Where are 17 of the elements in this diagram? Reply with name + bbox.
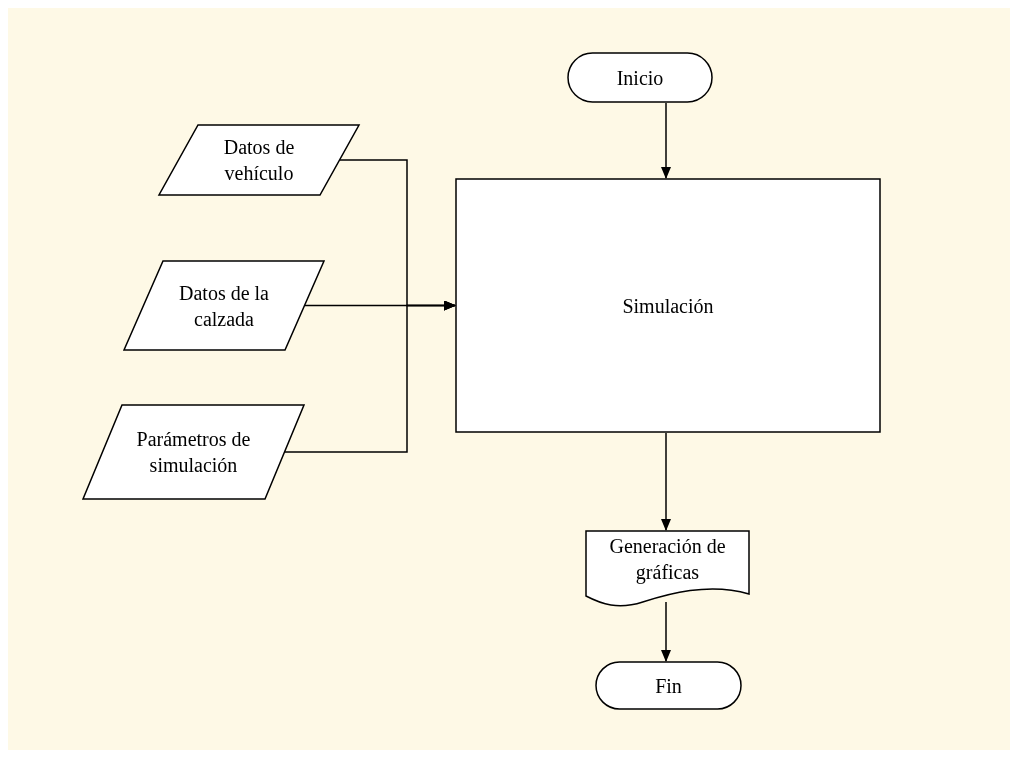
arrow bbox=[661, 102, 671, 179]
node-label: Simulación bbox=[622, 293, 714, 319]
input-parallelogram bbox=[82, 404, 305, 500]
arrow bbox=[661, 432, 671, 531]
process-box bbox=[455, 178, 881, 433]
node-label: Parámetros de simulación bbox=[135, 427, 252, 478]
node-label: Inicio bbox=[616, 65, 664, 91]
node-label: Datos de la calzada bbox=[178, 280, 270, 332]
input-parallelogram bbox=[158, 124, 360, 196]
arrow bbox=[661, 601, 671, 662]
node-label: Generación de gráficas bbox=[608, 534, 727, 585]
terminal-pill bbox=[567, 52, 713, 103]
terminal-pill bbox=[595, 661, 742, 710]
input-parallelogram bbox=[123, 260, 325, 351]
node-label: Fin bbox=[655, 673, 682, 699]
node-label: Datos de vehículo bbox=[222, 135, 296, 186]
arrow bbox=[284, 300, 456, 453]
